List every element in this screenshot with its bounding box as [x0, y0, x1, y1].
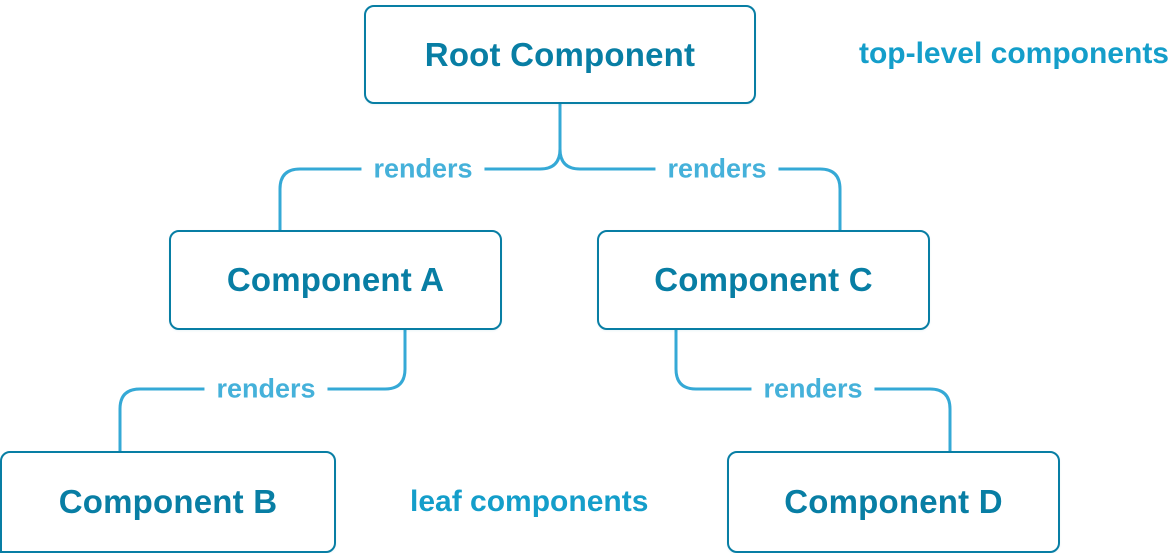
node-component-c: Component C	[597, 230, 930, 330]
node-component-d: Component D	[727, 451, 1060, 553]
edge-label-renders-a-b: renders	[204, 373, 328, 405]
edge-label-renders-c-d: renders	[751, 373, 875, 405]
annotation-leaf-components: leaf components	[410, 485, 649, 518]
node-component-b: Component B	[0, 451, 336, 553]
edge-label-renders-root-a: renders	[361, 153, 485, 185]
annotation-top-level-components: top-level components	[858, 37, 1169, 70]
node-component-a: Component A	[169, 230, 502, 330]
node-root-component: Root Component	[364, 5, 756, 104]
edge-label-renders-root-c: renders	[655, 153, 779, 185]
